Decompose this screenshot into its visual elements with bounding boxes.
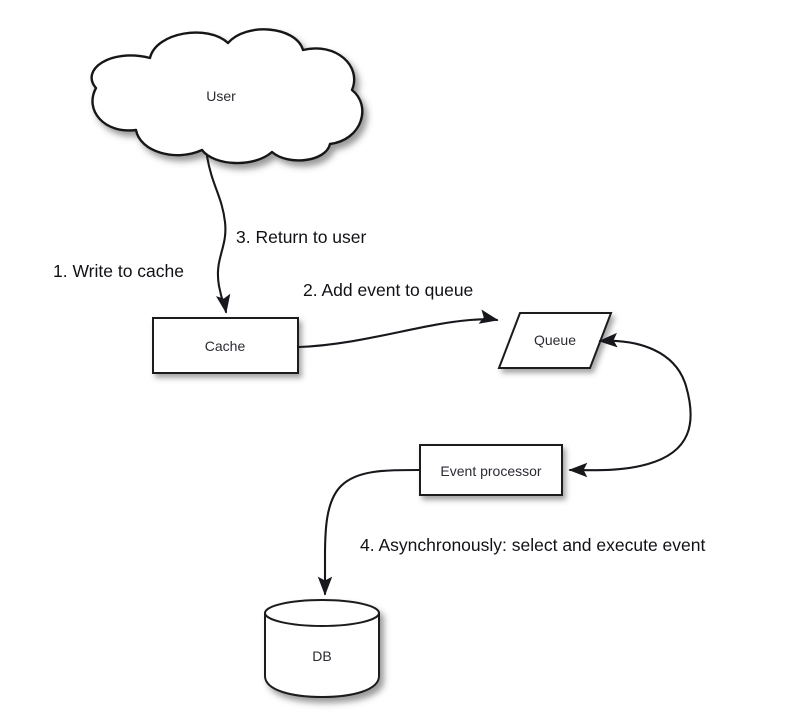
edge-label-step2: 2. Add event to queue bbox=[303, 280, 473, 300]
edge-processor-to-db bbox=[317, 468, 421, 596]
node-db[interactable] bbox=[264, 599, 380, 699]
node-cache-label: Cache bbox=[205, 338, 246, 354]
node-db-label: DB bbox=[312, 648, 331, 664]
node-cache[interactable] bbox=[152, 317, 299, 374]
db-cylinder-top bbox=[264, 599, 380, 627]
edge-queue-processor bbox=[568, 332, 692, 478]
edge-user-to-cache bbox=[205, 154, 231, 314]
node-event-processor-label: Event processor bbox=[440, 463, 541, 479]
db-cylinder-body bbox=[264, 612, 380, 699]
edge-label-step3: 3. Return to user bbox=[236, 227, 367, 247]
edge-cache-to-queue bbox=[297, 309, 499, 349]
node-user-label: User bbox=[206, 88, 236, 104]
cache-rect bbox=[152, 317, 299, 374]
cloud-shape bbox=[90, 28, 364, 165]
edge-label-step1: 1. Write to cache bbox=[53, 261, 184, 281]
edge-label-step4: 4. Asynchronously: select and execute ev… bbox=[360, 535, 705, 555]
node-user[interactable] bbox=[90, 28, 364, 165]
node-queue-label: Queue bbox=[534, 332, 576, 348]
